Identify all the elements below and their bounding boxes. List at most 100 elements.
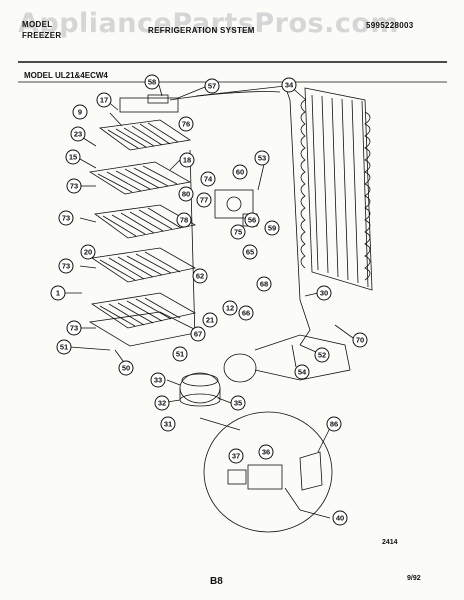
- callout-40: 40: [332, 510, 348, 526]
- svg-text:60: 60: [236, 168, 244, 177]
- condenser-coil: [300, 87, 373, 291]
- svg-text:73: 73: [70, 324, 78, 333]
- callout-32: 32: [154, 395, 170, 411]
- callout-31: 31: [160, 416, 176, 432]
- callout-86: 86: [326, 416, 342, 432]
- shelf-rack-group: [88, 119, 202, 347]
- svg-text:66: 66: [242, 309, 250, 318]
- callout-50: 50: [118, 360, 134, 376]
- callout-65: 65: [242, 244, 258, 260]
- svg-text:30: 30: [320, 289, 328, 298]
- callout-51a: 51: [56, 339, 72, 355]
- svg-text:23: 23: [74, 130, 82, 139]
- callout-58: 58: [144, 74, 160, 90]
- compressor: [179, 372, 221, 407]
- callout-73b: 73: [58, 210, 74, 226]
- callout-53: 53: [254, 150, 270, 166]
- svg-text:9: 9: [78, 108, 82, 117]
- watermark: AppliancePartsPros.com: [18, 8, 400, 39]
- electrical-detail: [199, 411, 333, 533]
- svg-text:53: 53: [258, 154, 266, 163]
- svg-text:58: 58: [148, 78, 156, 87]
- svg-text:75: 75: [234, 228, 242, 237]
- svg-text:51: 51: [176, 350, 184, 359]
- svg-text:35: 35: [234, 399, 242, 408]
- shelf-rack: [90, 292, 197, 329]
- callout-57: 57: [204, 78, 220, 94]
- header-product-label: FREEZER: [22, 31, 62, 40]
- header-part-number: 5995228003: [366, 21, 414, 30]
- callout-77: 77: [196, 192, 212, 208]
- callout-12: 12: [222, 300, 238, 316]
- accumulator: [223, 353, 257, 383]
- svg-text:12: 12: [226, 304, 234, 313]
- callout-56: 56: [244, 212, 260, 228]
- svg-text:32: 32: [158, 399, 166, 408]
- shelf-rack: [88, 161, 192, 195]
- shelf-rack: [98, 119, 192, 151]
- svg-text:18: 18: [183, 156, 191, 165]
- svg-text:67: 67: [194, 330, 202, 339]
- callout-9: 9: [72, 104, 88, 120]
- svg-text:20: 20: [84, 248, 92, 257]
- callout-73c: 73: [58, 258, 74, 274]
- svg-text:51: 51: [60, 343, 68, 352]
- svg-text:34: 34: [285, 81, 294, 90]
- svg-text:36: 36: [262, 448, 270, 457]
- shelf-rack: [90, 247, 197, 283]
- callout-73a: 73: [66, 178, 82, 194]
- callout-23: 23: [70, 126, 86, 142]
- svg-text:74: 74: [204, 175, 213, 184]
- svg-text:50: 50: [122, 364, 130, 373]
- callout-54: 54: [294, 364, 310, 380]
- svg-text:17: 17: [100, 96, 108, 105]
- callout-34: 34: [281, 77, 297, 93]
- revision-date: 9/92: [407, 575, 421, 582]
- callout-78: 78: [176, 212, 192, 228]
- suction-line: [195, 85, 301, 301]
- callout-76: 76: [178, 116, 194, 132]
- svg-text:33: 33: [154, 376, 162, 385]
- svg-text:76: 76: [182, 120, 190, 129]
- callout-68: 68: [256, 276, 272, 292]
- callout-51b: 51: [172, 346, 188, 362]
- svg-text:80: 80: [182, 190, 190, 199]
- page-code: B8: [210, 576, 223, 587]
- callout-1: 1: [50, 285, 66, 301]
- callout-33: 33: [150, 372, 166, 388]
- shelf-rack: [93, 204, 197, 239]
- svg-text:54: 54: [298, 368, 307, 377]
- callout-36: 36: [258, 444, 274, 460]
- header-section-title: REFRIGERATION SYSTEM: [148, 26, 255, 35]
- svg-text:59: 59: [268, 224, 276, 233]
- callout-20: 20: [80, 244, 96, 260]
- callout-60: 60: [232, 164, 248, 180]
- callout-66: 66: [238, 305, 254, 321]
- svg-text:65: 65: [246, 248, 254, 257]
- callout-15: 15: [65, 149, 81, 165]
- svg-text:70: 70: [356, 336, 364, 345]
- svg-text:77: 77: [200, 196, 208, 205]
- callout-group: 9 17 58 57 76 23 18 15 80 74 60 53 73 77…: [50, 74, 368, 526]
- callout-37: 37: [228, 448, 244, 464]
- svg-text:78: 78: [180, 216, 188, 225]
- callout-17: 17: [96, 92, 112, 108]
- fan-cover: [119, 97, 179, 113]
- header-model-label: MODEL: [22, 20, 53, 29]
- svg-text:73: 73: [70, 182, 78, 191]
- svg-text:37: 37: [232, 452, 240, 461]
- svg-text:52: 52: [318, 351, 326, 360]
- callout-75: 75: [230, 224, 246, 240]
- callout-35: 35: [230, 395, 246, 411]
- figure-number: 2414: [382, 539, 398, 546]
- svg-text:31: 31: [164, 420, 172, 429]
- callout-62: 62: [192, 268, 208, 284]
- svg-text:21: 21: [206, 316, 214, 325]
- bottom-shelf-tray: [88, 311, 202, 347]
- svg-text:62: 62: [196, 272, 204, 281]
- callout-80: 80: [178, 186, 194, 202]
- svg-text:1: 1: [56, 289, 60, 298]
- svg-text:86: 86: [330, 420, 338, 429]
